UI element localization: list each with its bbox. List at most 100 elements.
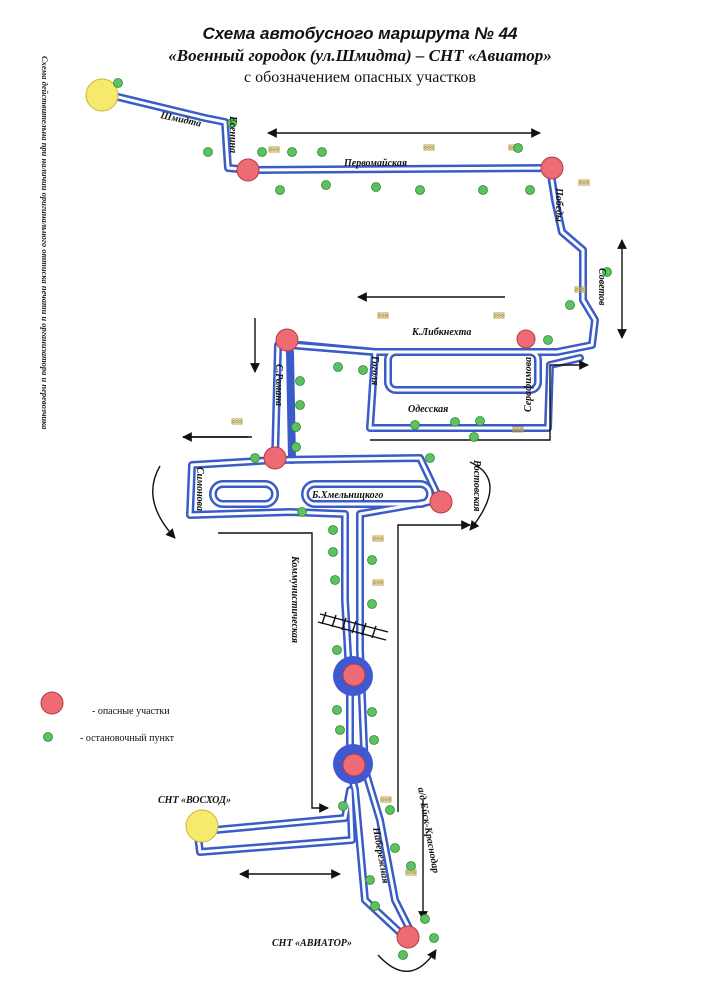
traffic-light-icon <box>574 286 586 293</box>
side-note: Схема действительна при наличии оригинал… <box>40 56 50 430</box>
legend-danger-label: - опасные участки <box>92 706 170 717</box>
bus-stop-marker <box>332 645 342 655</box>
bus-stop-marker <box>410 420 420 430</box>
bus-stop-marker <box>565 300 575 310</box>
danger-zone-marker <box>342 663 366 687</box>
bus-stop-marker <box>317 147 327 157</box>
danger-zone-marker <box>540 156 564 180</box>
place-voskhod: СНТ «ВОСХОД» <box>158 795 231 806</box>
bus-stop-marker <box>295 376 305 386</box>
bus-stop-marker <box>602 267 612 277</box>
bus-stop-marker <box>338 801 348 811</box>
street-simonova: Симонова <box>194 467 205 511</box>
bus-stop-marker <box>250 453 260 463</box>
bus-stop-marker <box>398 950 408 960</box>
danger-zone-marker <box>263 446 287 470</box>
bus-stop-marker <box>358 365 368 375</box>
street-sovetov: Советов <box>596 268 607 306</box>
bus-stop-marker <box>287 147 297 157</box>
street-gogolya: Гоголя <box>369 355 380 385</box>
bus-stop-marker <box>365 875 375 885</box>
traffic-light-icon <box>377 312 389 319</box>
danger-zone-marker <box>396 925 420 949</box>
terminal-voenny-gorodok <box>85 78 119 112</box>
bus-stop-marker <box>385 805 395 815</box>
bus-stop-marker <box>420 914 430 924</box>
legend: - опасные участки - остановочный пункт <box>40 691 175 744</box>
bus-stop-marker <box>113 78 123 88</box>
bus-stop-marker <box>275 185 285 195</box>
traffic-light-icon <box>372 579 384 586</box>
bus-stop-marker <box>390 843 400 853</box>
bus-stop-marker <box>425 453 435 463</box>
traffic-light-icon <box>423 144 435 151</box>
bus-stop-marker <box>291 422 301 432</box>
direction-arrows <box>152 128 627 972</box>
traffic-light-icon <box>372 535 384 542</box>
bus-stop-marker <box>406 861 416 871</box>
traffic-light-icon <box>231 418 243 425</box>
route-line <box>96 91 599 944</box>
bus-stop-marker <box>371 182 381 192</box>
bus-stop-marker <box>525 185 535 195</box>
bus-stop-marker <box>291 442 301 452</box>
street-odesskaya: Одесская <box>408 404 448 415</box>
place-aviator: СНТ «АВИАТОР» <box>272 938 352 949</box>
danger-zone-marker <box>429 490 453 514</box>
map-caption: с обозначением опасных участков <box>244 69 476 86</box>
bus-stop-marker <box>450 417 460 427</box>
street-kommunisticheskaya: Коммунистическая <box>289 555 300 643</box>
bus-stops <box>113 78 612 960</box>
danger-zone-marker <box>236 158 260 182</box>
bus-stop-marker <box>513 143 523 153</box>
bus-stop-marker <box>370 901 380 911</box>
danger-zones <box>236 156 564 949</box>
street-serafimova: Серафимова <box>523 357 534 412</box>
bus-stop-marker <box>257 147 267 157</box>
legend-stop-swatch <box>43 732 53 742</box>
danger-zone-marker <box>275 328 299 352</box>
map-title: Схема автобусного маршрута № 44 <box>202 24 518 43</box>
bus-stop-marker <box>297 507 307 517</box>
railway-crossing <box>317 611 389 641</box>
traffic-light-icon <box>380 796 392 803</box>
bus-stop-marker <box>295 400 305 410</box>
legend-danger-swatch <box>40 691 64 715</box>
traffic-light-icon <box>512 426 524 433</box>
bus-stop-marker <box>227 118 237 128</box>
legend-stop-label: - остановочный пункт <box>80 733 175 744</box>
bus-stop-marker <box>543 335 553 345</box>
traffic-light-icon <box>493 312 505 319</box>
bus-stop-marker <box>415 185 425 195</box>
bus-stop-marker <box>367 599 377 609</box>
traffic-light-icon <box>578 179 590 186</box>
bus-stop-marker <box>333 362 343 372</box>
street-liebknecht: К.Либкнехта <box>411 327 471 338</box>
bus-stop-marker <box>321 180 331 190</box>
danger-zone-marker <box>342 753 366 777</box>
bus-stop-marker <box>332 705 342 715</box>
road-eysk-krasnodar: а/д Ейск-Краснодар <box>415 787 441 875</box>
street-khmelnitskogo: Б.Хмельницкого <box>311 490 383 501</box>
bus-stop-marker <box>328 547 338 557</box>
traffic-light-icon <box>268 146 280 153</box>
street-rostovskaya: Ростовская <box>471 460 482 512</box>
street-romana: С.Романа <box>273 364 284 406</box>
danger-zone-marker <box>516 329 536 349</box>
bus-stop-marker <box>367 555 377 565</box>
bus-stop-marker <box>328 525 338 535</box>
bus-stop-marker <box>469 432 479 442</box>
bus-stop-marker <box>330 575 340 585</box>
street-yesenina: Есенина <box>227 115 238 153</box>
street-pobedy: Победы <box>553 187 564 222</box>
bus-stop-marker <box>335 725 345 735</box>
bus-stop-marker <box>367 707 377 717</box>
bus-stop-marker <box>478 185 488 195</box>
street-pervomayskaya: Первомайская <box>343 158 407 169</box>
map-subtitle: «Военный городок (ул.Шмидта) – СНТ «Авиа… <box>168 46 552 65</box>
bus-stop-marker <box>203 147 213 157</box>
bus-stop-marker <box>429 933 439 943</box>
terminal-voskhod <box>185 809 219 843</box>
bus-stop-marker <box>475 416 485 426</box>
